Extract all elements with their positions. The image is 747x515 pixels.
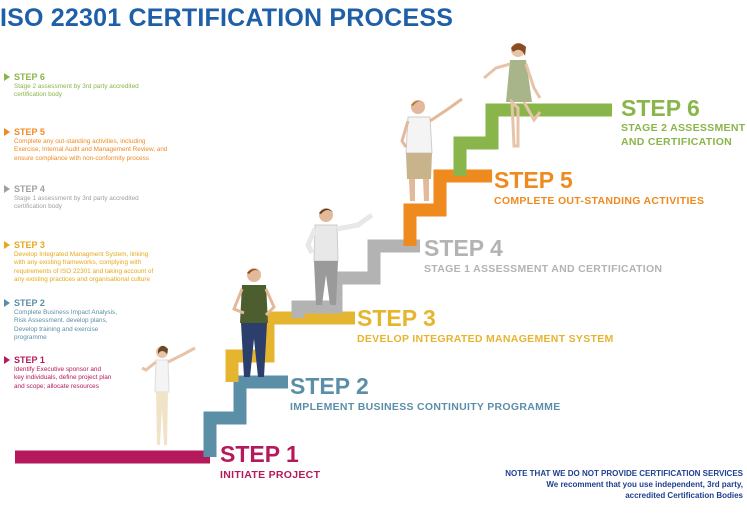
man-figure-step-4	[398, 95, 468, 207]
step-number: STEP 6	[621, 96, 745, 120]
step-title: DEVELOP INTEGRATED MANAGEMENT SYSTEM	[357, 333, 614, 346]
man-figure-step-3	[300, 205, 378, 310]
man-figure-step-2	[226, 265, 286, 385]
note-line-1: NOTE THAT WE DO NOT PROVIDE CERTIFICATIO…	[443, 468, 743, 479]
note-line-2: We recomment that you use independent, 3…	[443, 479, 743, 490]
step-label-6: STEP 6 STAGE 2 ASSESSMENT AND CERTIFICAT…	[621, 96, 745, 149]
step-title: INITIATE PROJECT	[220, 469, 320, 482]
step-label-4: STEP 4 STAGE 1 ASSESSMENT AND CERTIFICAT…	[424, 236, 662, 276]
step-number: STEP 3	[357, 306, 614, 330]
certification-note: NOTE THAT WE DO NOT PROVIDE CERTIFICATIO…	[443, 468, 743, 501]
step-number: STEP 4	[424, 236, 662, 260]
step-label-3: STEP 3 DEVELOP INTEGRATED MANAGEMENT SYS…	[357, 306, 614, 346]
step-number: STEP 1	[220, 442, 320, 466]
step-number: STEP 2	[290, 374, 561, 398]
woman-figure-step-5	[478, 38, 548, 153]
step-label-5: STEP 5 COMPLETE OUT-STANDING ACTIVITIES	[494, 168, 704, 208]
step-number: STEP 5	[494, 168, 704, 192]
step-title: COMPLETE OUT-STANDING ACTIVITIES	[494, 195, 704, 208]
step-title: STAGE 2 ASSESSMENT	[621, 122, 745, 135]
note-line-3: accredited Certification Bodies	[443, 490, 743, 501]
step-title: STAGE 1 ASSESSMENT AND CERTIFICATION	[424, 263, 662, 276]
step-label-2: STEP 2 IMPLEMENT BUSINESS CONTINUITY PRO…	[290, 374, 561, 414]
woman-figure-step-1	[140, 340, 200, 455]
step-title: IMPLEMENT BUSINESS CONTINUITY PROGRAMME	[290, 401, 561, 414]
step-title-line-2: AND CERTIFICATION	[621, 136, 745, 149]
step-label-1: STEP 1 INITIATE PROJECT	[220, 442, 320, 482]
